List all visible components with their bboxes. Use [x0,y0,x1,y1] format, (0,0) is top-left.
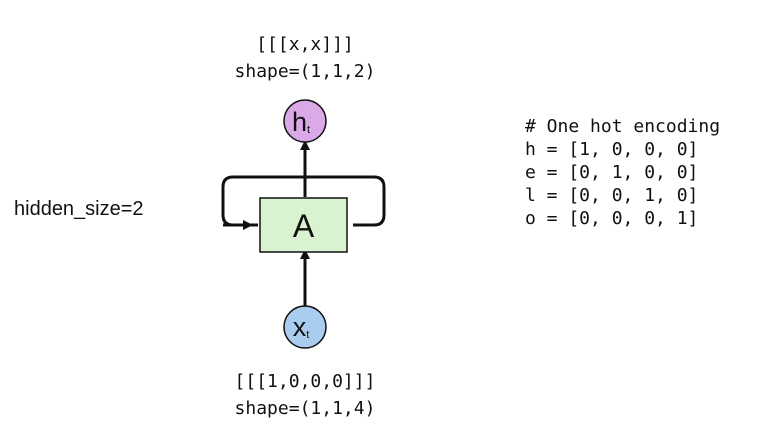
output-value-label: [[[x,x]]] [256,34,354,55]
encoding-line-h: h = [1, 0, 0, 0] [525,139,699,160]
input-node [283,305,327,349]
output-shape-label: shape=(1,1,2) [234,61,376,82]
encoding-line-o: o = [0, 0, 0, 1] [525,208,699,229]
encoding-line-l: l = [0, 0, 1, 0] [525,185,699,206]
hidden-size-label: hidden_size=2 [14,198,144,220]
encoding-line-e: e = [0, 1, 0, 0] [525,162,699,183]
encoding-block: # One hot encoding h = [1, 0, 0, 0] e = … [525,115,720,230]
input-value-label: [[[1,0,0,0]]] [234,371,376,392]
output-node-main: h [292,107,307,137]
encoding-comment: # One hot encoding [525,116,721,137]
output-node-label: ht [292,107,310,137]
output-node-sub: t [307,124,310,136]
cell-label: A [293,208,315,244]
cell-box [259,197,348,253]
output-node [283,99,327,143]
input-shape-label: shape=(1,1,4) [234,398,376,419]
input-node-sub: t [306,329,309,341]
input-node-label: xt [293,312,310,342]
input-node-main: x [293,312,307,342]
